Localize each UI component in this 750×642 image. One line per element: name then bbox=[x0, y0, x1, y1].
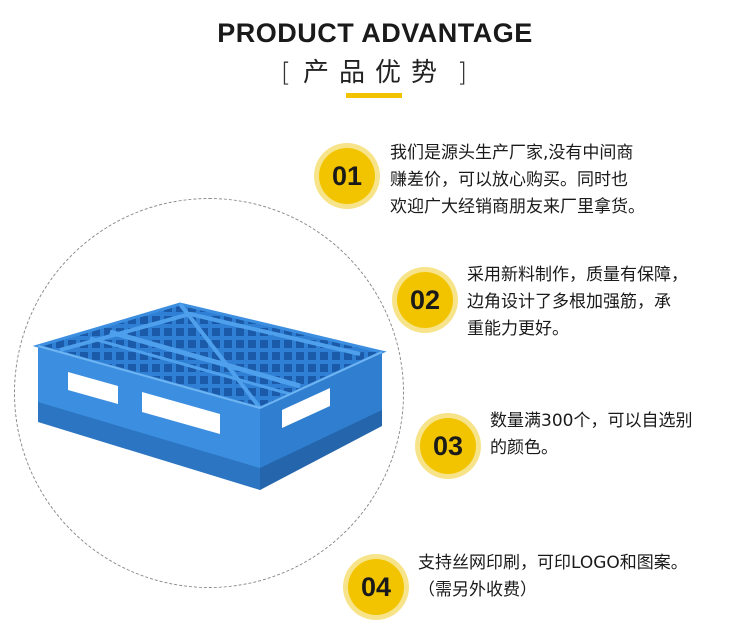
feature-number-badge-03: 03 bbox=[420, 418, 476, 474]
bracket-right: ] bbox=[457, 58, 470, 88]
feature-description-01: 我们是源头生产厂家,没有中间商 赚差价，可以放心购买。同时也 欢迎广大经销商朋友… bbox=[390, 140, 645, 221]
feature-01-line-1: 我们是源头生产厂家,没有中间商 bbox=[390, 143, 634, 163]
feature-description-03: 数量满300个，可以自选别 的颜色。 bbox=[490, 408, 692, 462]
feature-01-line-2: 赚差价，可以放心购买。同时也 bbox=[390, 170, 628, 190]
feature-01-line-3: 欢迎广大经销商朋友来厂里拿货。 bbox=[390, 197, 645, 217]
feature-04-line-1: 支持丝网印刷，可印LOGO和图案。 bbox=[418, 553, 688, 573]
feature-02-line-1: 采用新料制作，质量有保障， bbox=[467, 265, 688, 285]
title-chinese-text: 产品优势 bbox=[302, 58, 447, 88]
title-english: PRODUCT ADVANTAGE bbox=[217, 18, 533, 48]
feature-02-line-3: 重能力更好。 bbox=[467, 319, 569, 339]
feature-description-04: 支持丝网印刷，可印LOGO和图案。 （需另外收费） bbox=[418, 550, 688, 604]
feature-number-badge-02: 02 bbox=[397, 272, 453, 328]
plastic-pallet-image bbox=[32, 302, 387, 490]
feature-03-line-2: 的颜色。 bbox=[490, 438, 558, 458]
feature-description-02: 采用新料制作，质量有保障， 边角设计了多根加强筋，承 重能力更好。 bbox=[467, 262, 688, 343]
bracket-left: [ bbox=[280, 58, 293, 88]
feature-number-badge-01: 01 bbox=[319, 148, 375, 204]
feature-number-badge-04: 04 bbox=[348, 559, 404, 615]
feature-04-line-2: （需另外收费） bbox=[418, 580, 537, 600]
feature-03-line-1: 数量满300个，可以自选别 bbox=[490, 411, 693, 431]
feature-02-line-2: 边角设计了多根加强筋，承 bbox=[467, 292, 671, 312]
product-circle-frame bbox=[14, 198, 404, 588]
title-chinese: [ 产品优势] bbox=[0, 52, 750, 89]
title-underline bbox=[346, 93, 402, 98]
